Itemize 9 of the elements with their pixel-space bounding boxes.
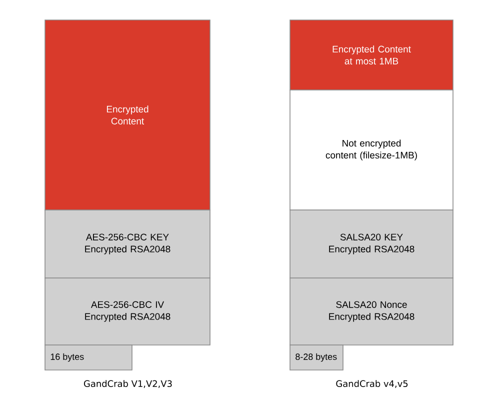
plain-block: Not encrypted content (filesize-1MB) bbox=[290, 90, 454, 210]
encrypted-block: Encrypted Content at most 1MB bbox=[290, 20, 454, 90]
data-block: AES-256-CBC KEY Encrypted RSA2048 bbox=[44, 210, 210, 278]
encrypted-block: Encrypted Content bbox=[44, 20, 210, 210]
caption: GandCrab v4,v5 bbox=[336, 380, 408, 388]
size-block: 8-28 bytes bbox=[290, 344, 344, 370]
data-block: SALSA20 KEY Encrypted RSA2048 bbox=[290, 210, 454, 278]
size-block: 16 bytes bbox=[44, 344, 132, 370]
caption: GandCrab V1,V2,V3 bbox=[84, 380, 172, 388]
